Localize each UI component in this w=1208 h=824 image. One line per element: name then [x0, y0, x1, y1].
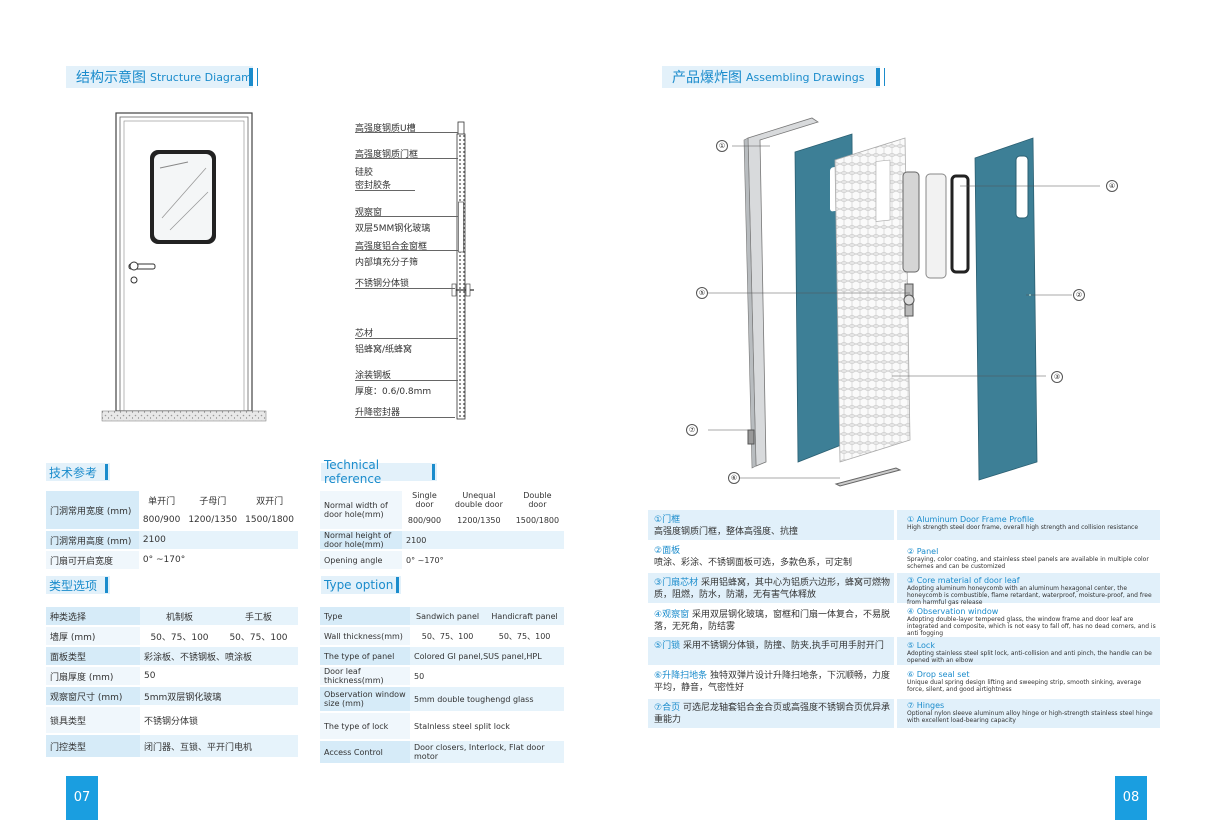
table-row: Normal height of door hole(mm) 2100	[320, 531, 564, 549]
page-number-right: 08	[1115, 776, 1147, 820]
callout-5: ⑤	[696, 287, 708, 299]
table-row: 门洞常用宽度 (mm) 单开门 子母门 双开门	[46, 491, 298, 529]
callout-1: ①	[716, 140, 728, 152]
feature-en-7: ⑦ Hinges Optional nylon sleeve aluminum …	[907, 701, 1153, 724]
header-cn: 产品爆炸图	[672, 70, 742, 86]
exploded-door-drawing	[708, 117, 1100, 487]
feature-cn-4: ④观察窗 采用双层钢化玻璃，窗框和门扇一体复合，不易脱落，无死角，防结雾	[654, 610, 890, 632]
callout-3: ③	[1051, 371, 1063, 383]
table-row: Door leaf thickness(mm) 50	[320, 667, 564, 685]
feature-en-5: ⑤ Lock Adopting stainless steel split lo…	[907, 641, 1152, 664]
table-row: 800/900 1200/1350 1500/1800	[46, 511, 298, 529]
door-section-drawing	[451, 121, 474, 420]
table-row: Wall thickness(mm) 50、75、100 50、75、100	[320, 627, 564, 645]
label-u-channel: 高强度钢质U槽	[355, 124, 416, 134]
header-cn: 结构示意图	[76, 70, 146, 86]
table-row: 门扇厚度 (mm) 50	[46, 667, 298, 685]
label-honeycomb: 铝蜂窝/纸蜂窝	[355, 345, 413, 355]
feature-en-2: ② Panel Spraying, color coating, and sta…	[907, 547, 1149, 570]
door-front-drawing	[101, 112, 267, 422]
table-row: 墙厚 (mm) 50、75、100 50、75、100	[46, 627, 298, 645]
callout-6: ⑥	[728, 472, 740, 484]
feature-cn-5: ⑤门锁 采用不锈钢分体锁，防撞、防夹,执手可用手肘开门	[654, 641, 884, 651]
page-number-left: 07	[66, 776, 98, 820]
callout-2: ②	[1073, 289, 1085, 301]
feature-en-3: ③ Core material of door leaf Adopting al…	[907, 576, 1152, 606]
feature-cn-1: ①门框 高强度钢质门框，整体高强度、抗撞	[654, 515, 799, 537]
header-en: Structure Diagram	[150, 70, 252, 84]
table-row: Access Control Door closers, Interlock, …	[320, 741, 564, 763]
tech-en-title: Technical reference	[321, 458, 437, 486]
label-window-frame: 高强度铝合金窗框	[355, 242, 428, 252]
tech-cn-title: 技术参考	[46, 463, 110, 481]
tech-cn-table: 门洞常用宽度 (mm) 单开门 子母门 双开门 800/900 1200/135…	[46, 489, 298, 571]
table-row: The type of panel Colored GI panel,SUS p…	[320, 647, 564, 665]
feature-cn-7: ⑦合页 可选尼龙轴套铝合金合页或高强度不锈钢合页优异承重能力	[654, 703, 890, 725]
table-row: 门扇可开启宽度 0° ~170°	[46, 551, 298, 569]
callout-4: ④	[1106, 180, 1118, 192]
table-row: The type of lock Stalnless steel split l…	[320, 713, 564, 739]
table-row: 种类选择 机制板 手工板	[46, 607, 298, 625]
label-core: 芯材	[355, 329, 374, 339]
tech-en-table: Normal width of door hole(mm) Single doo…	[320, 489, 564, 571]
table-row: 面板类型 彩涂板、不锈钢板、喷涂板	[46, 647, 298, 665]
label-thickness: 厚度：0.6/0.8mm	[355, 387, 432, 397]
label-molecular-sieve: 内部填充分子筛	[355, 258, 419, 268]
feature-en-1: ① Aluminum Door Frame Profile High stren…	[907, 515, 1139, 531]
label-door-frame: 高强度钢质门框	[355, 150, 419, 160]
feature-cn-6: ⑥升降扫地条 独特双弹片设计升降扫地条，下沉顺畅，力度平均，静音，气密性好	[654, 671, 890, 693]
type-cn-title: 类型选项	[46, 576, 110, 594]
table-row: 门控类型 闭门器、互锁、平开门电机	[46, 735, 298, 757]
assembling-drawings-header: 产品爆炸图 Assembling Drawings	[662, 66, 885, 88]
table-row: 观察窗尺寸 (mm) 5mm双层钢化玻璃	[46, 687, 298, 705]
label-drop-seal: 升降密封器	[355, 408, 401, 418]
label-coated-steel: 涂装钢板	[355, 371, 392, 381]
label-glass: 双层5MM钢化玻璃	[355, 224, 431, 234]
feature-cn-3: ③门扇芯材 采用铝蜂窝，其中心为铝质六边形，蜂窝可燃物质，阻燃，防水，防潮，无有…	[654, 578, 890, 600]
type-cn-table: 种类选择 机制板 手工板 墙厚 (mm) 50、75、100 50、75、100…	[46, 605, 298, 759]
label-silicone: 硅胶	[355, 168, 374, 178]
table-row: Type Sandwich panel Handicraft panel	[320, 607, 564, 625]
feature-en-6: ⑥ Drop seal set Unique dual spring desig…	[907, 670, 1142, 693]
feature-cn-2: ②面板 喷涂、彩涂、不锈钢面板可选，多款色系，可定制	[654, 546, 853, 568]
table-row: Normal width of door hole(mm) Single doo…	[320, 491, 564, 529]
label-lock: 不锈钢分体锁	[355, 279, 410, 289]
type-en-table: Type Sandwich panel Handicraft panel Wal…	[320, 605, 564, 765]
callout-7: ⑦	[686, 424, 698, 436]
header-en: Assembling Drawings	[746, 70, 865, 84]
table-row: Opening angle 0° ~170°	[320, 551, 564, 569]
table-row: 锁具类型 不锈钢分体锁	[46, 707, 298, 733]
feature-en-4: ④ Observation window Adopting double-lay…	[907, 607, 1156, 637]
label-seal-strip: 密封胶条	[355, 181, 392, 191]
label-window: 观察窗	[355, 208, 383, 218]
table-row: Observation window size (mm) 5mm double …	[320, 687, 564, 711]
table-row: 800/900 1200/1350 1500/1800	[320, 511, 564, 529]
type-en-title: Type option	[321, 576, 401, 594]
structure-diagram-header: 结构示意图 Structure Diagram	[66, 66, 258, 88]
table-row: 门洞常用高度 (mm) 2100	[46, 531, 298, 549]
